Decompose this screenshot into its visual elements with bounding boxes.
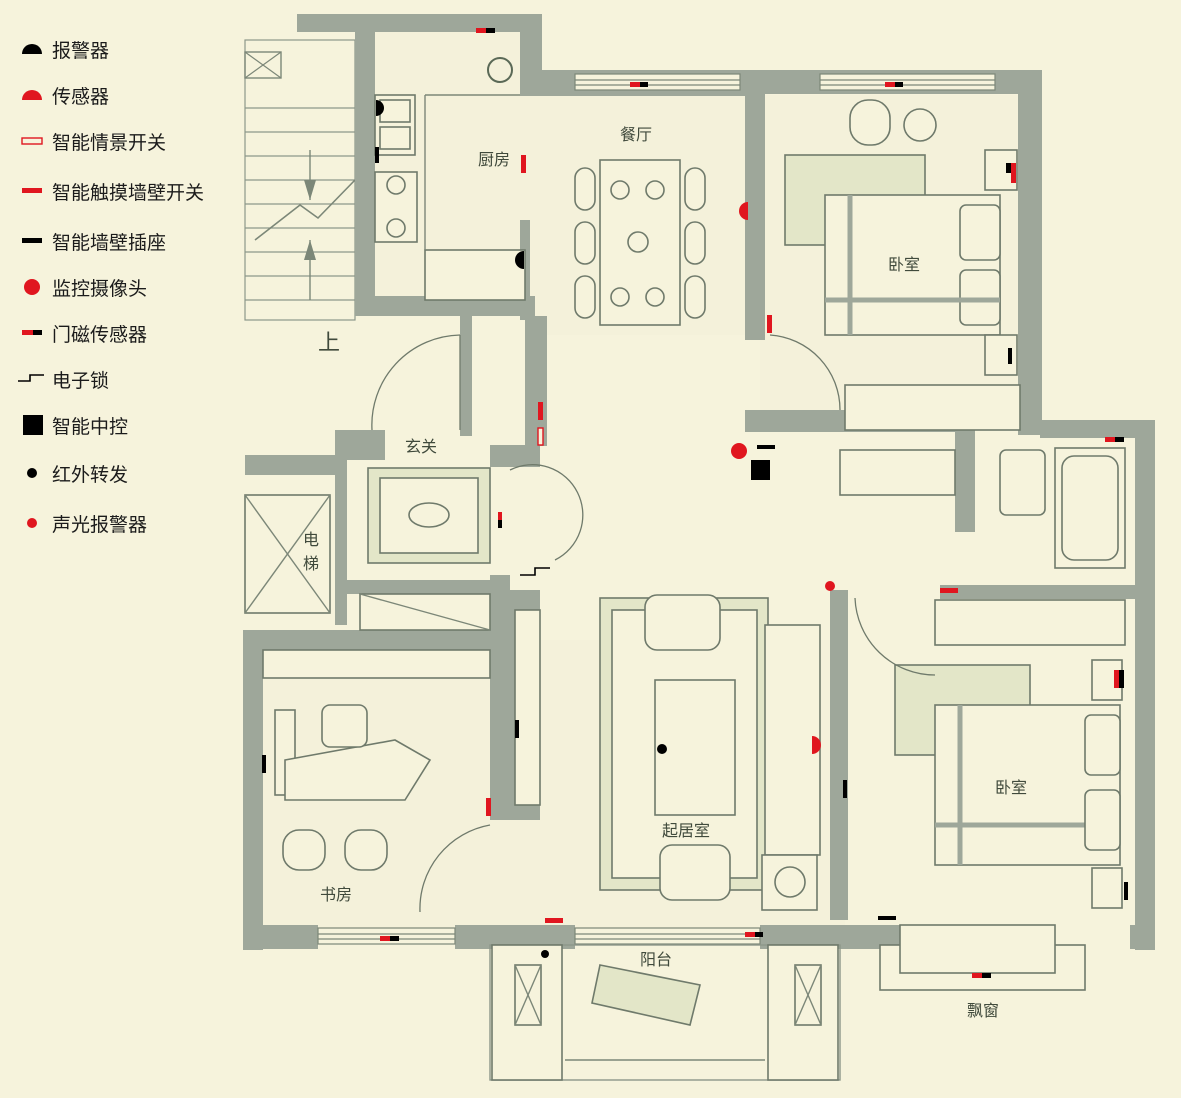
study-furniture [262,649,491,871]
room-label-bedroom1: 卧室 [888,255,920,274]
door-sensor-living-bottom [745,932,763,937]
room-label-dining: 餐厅 [620,125,652,144]
legend-item-camera: 监控摄像头 [18,272,248,302]
socket-bedroom1 [1008,348,1012,364]
hub-icon [18,410,48,440]
socket-kitchen [375,147,379,163]
door-sensor-foyer [498,512,502,528]
bathroom-fixtures [839,447,1126,569]
scene-switch-foyer [537,427,544,446]
doors [371,334,936,913]
legend-item-touch-switch: 智能触摸墙壁开关 [18,176,248,206]
ir-balcony [541,950,549,958]
camera-icon [18,272,48,302]
bay-window [879,924,1086,991]
socket-bedroom2 [1124,882,1128,900]
balcony [489,944,841,1081]
touch-switch-icon [18,176,48,206]
legend-label: 门磁传感器 [52,323,148,346]
door-sensor-study [486,798,491,816]
legend-label: 声光报警器 [52,513,148,536]
bedroom2-furniture [894,599,1126,909]
socket-corridor [757,445,775,449]
siren-living [825,581,835,591]
alarm-icon [18,34,48,64]
room-label-balcony: 阳台 [640,950,672,969]
room-labels: 厨房 餐厅 卧室 玄关 卧室 起居室 书房 阳台 飘窗 上 电梯 [303,125,1027,1020]
door-sensor-baywindow [972,973,991,978]
door-sensor-bed2 [1114,670,1124,688]
legend-label: 红外转发 [52,463,129,486]
socket-bedroom2-bottom [878,916,896,920]
living-furniture [514,594,821,911]
legend-label: 智能中控 [52,415,129,438]
legend-item-hub: 智能中控 [18,410,248,440]
legend-label: 报警器 [52,39,110,62]
sensor-dining [739,202,748,220]
touch-switch-living [545,918,563,923]
legend-item-lock: 电子锁 [18,364,248,394]
room-label-study: 书房 [320,885,352,904]
siren-icon [18,508,48,538]
door-sensor-study-bottom [380,936,399,941]
legend-label: 监控摄像头 [52,277,148,300]
door-sensor-icon [18,318,48,348]
ir-icon [18,458,48,488]
room-label-baywindow: 飘窗 [967,1001,999,1020]
legend-item-door-sensor: 门磁传感器 [18,318,248,348]
touch-switch-kitchen [521,155,526,173]
legend-label: 智能触摸墙壁开关 [52,181,205,204]
socket-study [262,755,266,773]
socket-living-tv [515,720,519,738]
room-label-living: 起居室 [662,821,710,840]
stairs-up-label: 上 [318,331,340,356]
devices [262,28,1128,978]
legend-item-alarm: 报警器 [18,34,248,64]
alarm-kitchen-2 [515,251,524,269]
room-label-foyer: 玄关 [405,437,437,456]
door-sensor-dining-top [630,82,648,87]
room-label-elevator: 电梯 [303,530,319,573]
hub-corridor [751,460,770,480]
touch-switch-bath [940,588,958,593]
ir-living [657,744,667,754]
door-sensor-bed1-side [1006,163,1016,183]
alarm-kitchen-1 [376,100,384,116]
bedroom1-furniture [784,99,1021,431]
legend-item-siren: 声光报警器 [18,508,248,538]
socket-icon [18,226,48,256]
lock-foyer [520,567,550,576]
camera-corridor [731,443,747,459]
sensor-living [812,736,821,754]
legend-item-ir: 红外转发 [18,458,248,488]
room-label-bedroom2: 卧室 [995,778,1027,797]
legend-label: 传感器 [52,85,110,108]
legend-label: 电子锁 [52,369,110,392]
lock-icon [18,364,48,394]
touch-switch-bedroom1 [767,315,772,333]
door-sensor-bath-top [1105,437,1124,442]
legend-label: 智能墙壁插座 [52,231,167,254]
staircase [244,39,356,321]
legend-item-sensor: 传感器 [18,80,248,110]
legend-item-socket: 智能墙壁插座 [18,226,248,256]
legend-label: 智能情景开关 [52,131,167,154]
room-label-kitchen: 厨房 [478,150,510,169]
socket-living-side [843,780,847,798]
foyer-furniture [244,467,491,631]
legend-item-scene-switch: 智能情景开关 [18,126,248,156]
dining-table [574,159,706,326]
scene-switch-icon [18,126,48,156]
door-sensor-kitchen-top [476,28,495,33]
sensor-icon [18,80,48,110]
door-sensor-bedroom1-top [885,82,903,87]
touch-switch-foyer [538,402,543,420]
